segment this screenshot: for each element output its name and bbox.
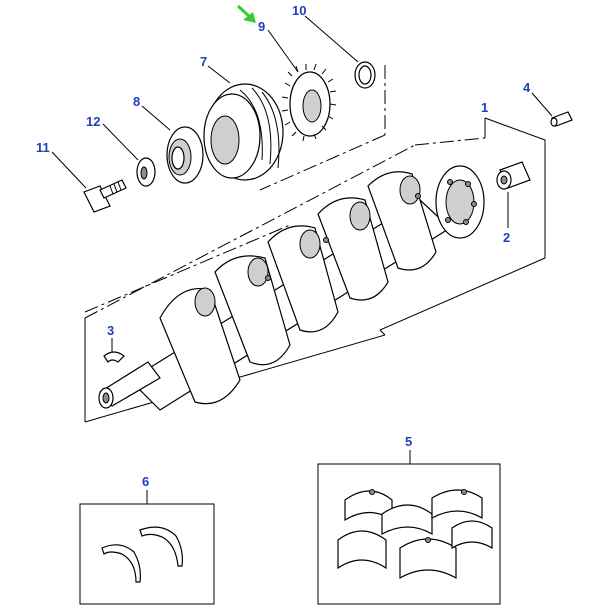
crankshaft-pulley — [203, 65, 284, 181]
callout-11: 11 — [36, 140, 50, 155]
timing-gear — [267, 29, 337, 142]
front-pulley-group-frame — [84, 65, 386, 313]
callout-8: 8 — [133, 94, 140, 109]
main-bearing-shells — [337, 489, 493, 580]
callout-3: 3 — [107, 323, 114, 338]
spigot-bush — [496, 161, 531, 228]
thrust-washers-box — [79, 490, 215, 605]
callout-2: 2 — [503, 230, 510, 245]
o-ring — [304, 15, 376, 89]
callout-4: 4 — [523, 80, 531, 95]
callout-1: 1 — [481, 100, 488, 115]
callout-7: 7 — [200, 54, 207, 69]
pulley-bolt — [51, 151, 127, 213]
callout-5: 5 — [405, 434, 412, 449]
woodruff-key — [103, 338, 125, 363]
highlight-arrow-icon — [236, 4, 256, 23]
crankshaft — [98, 165, 485, 411]
callout-10: 10 — [292, 3, 306, 18]
front-oil-seal — [141, 105, 204, 184]
callout-12: 12 — [86, 114, 100, 129]
callout-6: 6 — [142, 474, 149, 489]
dowel-pin — [531, 92, 573, 127]
callout-9: 9 — [258, 19, 265, 34]
main-bearings-box — [317, 450, 501, 605]
washer — [102, 123, 156, 187]
